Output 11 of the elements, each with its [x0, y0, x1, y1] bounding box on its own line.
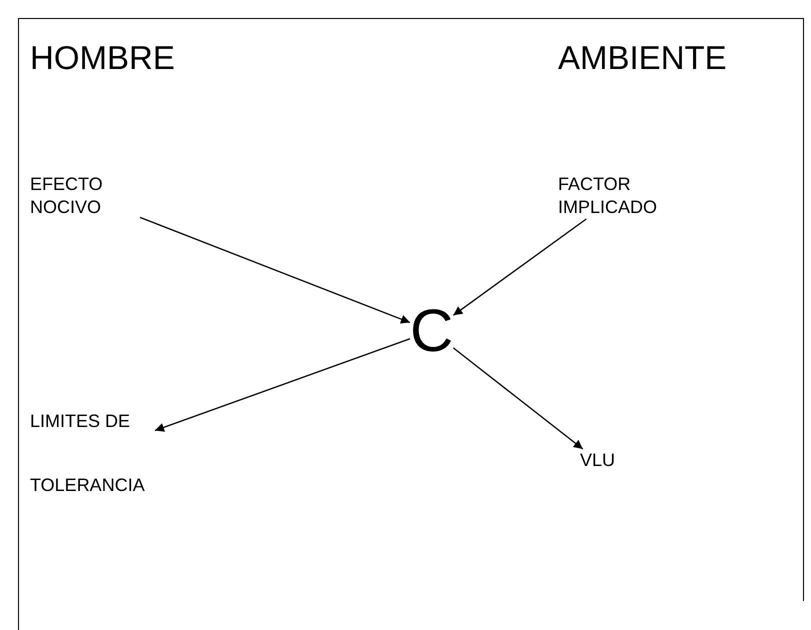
arrow: [140, 216, 410, 324]
heading-text: HOMBRE: [30, 38, 175, 78]
heading-text: AMBIENTE: [558, 38, 727, 78]
node-label: LIMITES DE TOLERANCIA: [30, 389, 155, 517]
node-label: EFECTO NOCIVO: [30, 173, 140, 219]
node-label: VLU: [580, 449, 616, 472]
arrow: [452, 347, 584, 450]
node-label: FACTOR IMPLICADO: [558, 173, 678, 219]
arrow: [452, 218, 587, 316]
center-letter: C: [410, 298, 454, 364]
arrow: [154, 338, 410, 432]
